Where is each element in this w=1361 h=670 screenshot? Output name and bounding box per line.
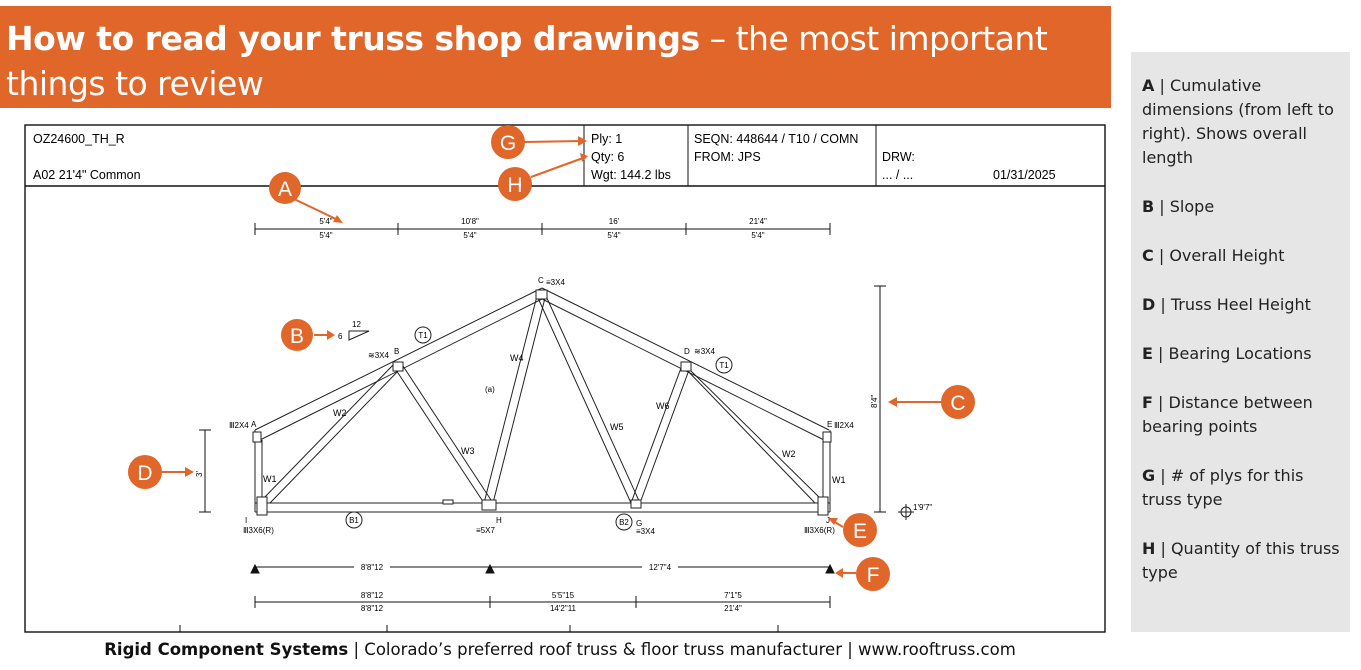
legend-panel: A | Cumulative dimensions (from left to …	[1131, 52, 1350, 632]
legend-item-f: F | Distance between bearing points	[1142, 393, 1313, 436]
connector-plates	[252, 289, 832, 516]
plate-b: ≋3X4	[368, 351, 389, 360]
callout-c: C	[950, 392, 965, 415]
plate-d: ≋3X4	[694, 347, 715, 356]
bottom-dimensions	[254, 596, 831, 608]
joint-g: G	[636, 519, 642, 528]
member-w2-left: W2	[333, 408, 347, 418]
legend-item-c: C | Overall Height	[1142, 246, 1285, 265]
seqn: SEQN: 448644 / T10 / COMN	[694, 132, 858, 146]
legend-item-e: E | Bearing Locations	[1142, 344, 1312, 363]
top-seg-2: 5'4"	[463, 231, 476, 240]
ply-count: Ply: 1	[591, 132, 622, 146]
member-w6: W6	[656, 401, 670, 411]
legend-item-a: A | Cumulative dimensions (from left to …	[1142, 76, 1334, 167]
member-w3: W3	[461, 446, 475, 456]
title-bold: How to read your truss shop drawings	[6, 19, 700, 58]
legend-item-g: G | # of plys for this truss type	[1142, 466, 1304, 509]
plate-a: Ⅲ2X4	[229, 421, 249, 430]
joint-b: B	[394, 347, 399, 356]
quantity: Qty: 6	[591, 150, 624, 164]
joint-e: E	[827, 420, 832, 429]
top-seg-3: 5'4"	[607, 231, 620, 240]
top-cum-1: 5'4"	[319, 217, 332, 226]
top-dimensions	[254, 223, 831, 235]
top-cum-3: 16'	[609, 217, 620, 226]
joint-j: J	[826, 516, 830, 525]
bearing-span-1: 8'8"12	[361, 563, 384, 572]
legend-item-d: D | Truss Heel Height	[1142, 295, 1311, 314]
slope-run: 12	[352, 320, 361, 329]
heel-height-text: 3'	[195, 471, 204, 477]
member-t1-right: T1	[719, 361, 729, 370]
bearing-span-2: 12'7"4	[649, 563, 672, 572]
bearing-span-dimension	[250, 563, 835, 574]
overall-height-text: 8'4"	[870, 395, 879, 408]
from: FROM: JPS	[694, 150, 761, 164]
joint-d: D	[684, 347, 690, 356]
joint-h: H	[496, 516, 502, 525]
title-rest: – the most important things to review	[6, 19, 1048, 103]
bottom-seg-2: 5'5"15	[552, 591, 575, 600]
callout-d: D	[137, 462, 152, 485]
drw-blank: ... / ...	[882, 168, 913, 182]
end-marker	[898, 504, 914, 520]
job-number: OZ24600_TH_R	[33, 132, 125, 146]
callout-f: F	[867, 564, 880, 587]
bottom-cum-2: 14'2"11	[550, 604, 577, 613]
joint-i: I	[245, 516, 247, 525]
drw-label: DRW:	[882, 150, 915, 164]
slope-symbol: 6 12	[338, 320, 370, 341]
plate-g: ≡3X4	[636, 527, 655, 536]
bottom-seg-3: 7'1"5	[724, 591, 742, 600]
bottom-cum-3: 21'4"	[724, 604, 742, 613]
callout-b: B	[290, 325, 304, 348]
drawing-frame	[24, 124, 1106, 633]
plate-c: ≡3X4	[546, 278, 565, 287]
truss-members	[254, 287, 831, 513]
bottom-seg-1: 8'8"12	[361, 591, 384, 600]
plate-j: Ⅲ3X6(R)	[804, 526, 835, 535]
member-note-a: (a)	[485, 385, 495, 394]
footer-text: | Colorado’s preferred roof truss & floo…	[348, 640, 1016, 659]
member-t1-left: T1	[418, 331, 428, 340]
legend-item-h: H | Quantity of this truss type	[1142, 539, 1340, 582]
end-height-text: 1'9'7"	[913, 503, 932, 512]
top-cum-4: 21'4"	[749, 217, 767, 226]
member-w1-right: W1	[832, 475, 846, 485]
plate-h: ≡5X7	[476, 526, 495, 535]
callout-e: E	[853, 520, 867, 543]
member-w4: W4	[510, 353, 524, 363]
footer: Rigid Component Systems | Colorado’s pre…	[0, 640, 1120, 659]
legend-item-b: B | Slope	[1142, 197, 1215, 216]
title-banner: How to read your truss shop drawings – t…	[0, 6, 1111, 108]
joint-c: C	[538, 276, 544, 285]
member-b2: B2	[619, 518, 629, 527]
plate-i: Ⅲ3X6(R)	[243, 526, 274, 535]
weight: Wgt: 144.2 lbs	[591, 168, 671, 182]
overall-height-dimension	[874, 285, 886, 513]
member-w5: W5	[610, 422, 624, 432]
heel-height-dimension	[199, 429, 211, 513]
member-w2-right: W2	[782, 449, 796, 459]
top-cum-2: 10'8"	[461, 217, 479, 226]
callouts: A B C D E F G H	[128, 125, 975, 591]
callout-a: A	[278, 178, 292, 201]
member-b1: B1	[349, 516, 359, 525]
top-seg-4: 5'4"	[751, 231, 764, 240]
plate-e: Ⅲ2X4	[834, 421, 854, 430]
truss-name: A02 21'4" Common	[33, 168, 141, 182]
callout-g: G	[500, 132, 516, 155]
drawing-date: 01/31/2025	[993, 168, 1056, 182]
member-w1-left: W1	[263, 474, 277, 484]
bottom-cum-1: 8'8"12	[361, 604, 384, 613]
joint-a: A	[251, 420, 257, 429]
top-seg-1: 5'4"	[319, 231, 332, 240]
footer-company: Rigid Component Systems	[104, 640, 349, 659]
slope-rise: 6	[338, 332, 343, 341]
callout-h: H	[507, 174, 522, 197]
